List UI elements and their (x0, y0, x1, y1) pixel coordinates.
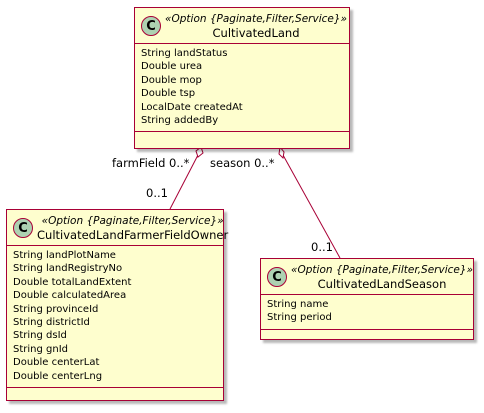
label-farmfield-multiplicity: farmField 0..* (112, 156, 190, 170)
class-cultivatedland[interactable]: C «Option {Paginate,Filter,Service}» Cul… (134, 7, 350, 149)
class-attributes: String landPlotName String landRegistryN… (7, 246, 223, 389)
attribute: Double urea (141, 61, 203, 73)
label-farmerfieldowner-multiplicity: 0..1 (146, 186, 168, 200)
attribute: Double totalLandExtent (13, 276, 132, 288)
attribute: String landPlotName (13, 250, 116, 261)
attribute: LocalDate createdAt (141, 101, 243, 113)
class-stereotype: «Option {Paginate,Filter,Service}» (41, 215, 224, 227)
class-c-icon: C (267, 267, 287, 287)
attribute: Double centerLat (13, 357, 100, 369)
class-methods (7, 388, 223, 395)
attribute: String landRegistryNo (13, 263, 123, 275)
attribute: String addedBy (141, 115, 219, 127)
attribute: Double tsp (141, 88, 196, 100)
class-methods (135, 132, 349, 139)
class-cultivatedlandseason[interactable]: C «Option {Paginate,Filter,Service}» Cul… (260, 258, 474, 340)
attribute: Double centerLng (13, 370, 103, 382)
class-name: CultivatedLand (212, 26, 300, 40)
attribute: String provinceId (13, 303, 99, 315)
label-season-multiplicity: season 0..* (210, 156, 275, 170)
attribute: String gnId (13, 343, 69, 355)
label-season-target-multiplicity: 0..1 (311, 240, 333, 254)
attribute: Double calculatedArea (13, 290, 127, 302)
attribute: String dsId (13, 330, 67, 342)
class-name: CultivatedLandFarmerFieldOwner (37, 228, 229, 242)
aggregation-diamond-farmfield (195, 146, 204, 158)
attribute: String name (267, 299, 329, 310)
class-attributes: String name String period (261, 295, 473, 330)
attribute: Double mop (141, 74, 202, 86)
class-header: C «Option {Paginate,Filter,Service}» Cul… (261, 259, 473, 295)
class-stereotype: «Option {Paginate,Filter,Service}» (165, 13, 348, 25)
attribute: String districtId (13, 317, 90, 329)
class-header: C «Option {Paginate,Filter,Service}» Cul… (135, 8, 349, 44)
class-attributes: String landStatus Double urea Double mop… (135, 44, 349, 133)
class-c-icon: C (13, 218, 33, 238)
attribute: String landStatus (141, 48, 228, 59)
aggregation-diamond-season (278, 145, 285, 160)
edge-season (282, 154, 341, 259)
class-cultivatedlandfarmerfieldowner[interactable]: C «Option {Paginate,Filter,Service}» Cul… (6, 209, 228, 401)
class-c-icon: C (141, 16, 161, 36)
edge-farmfield (169, 154, 199, 210)
class-stereotype: «Option {Paginate,Filter,Service}» (291, 264, 474, 276)
class-methods (261, 330, 473, 337)
class-name: CultivatedLandSeason (317, 277, 447, 291)
attribute: String period (267, 312, 332, 324)
class-header: C «Option {Paginate,Filter,Service}» Cul… (7, 210, 228, 246)
